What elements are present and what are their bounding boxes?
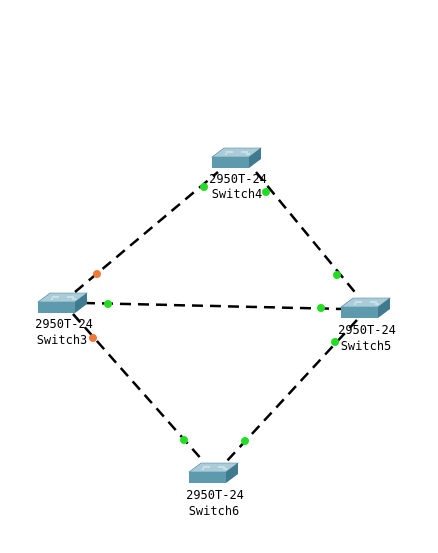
switch-icon (37, 292, 88, 313)
device-switch6[interactable]: 2950T-24 Switch6 (186, 462, 244, 518)
link-switch4-switch5[interactable] (255, 171, 359, 297)
port-status-switch5-to-switch4 (333, 271, 341, 279)
link-switch3-switch5[interactable] (83, 301, 345, 311)
port-status-layer (89, 183, 341, 445)
device-model-label: 2950T-24 (35, 317, 93, 331)
port-status-switch3-to-switch4 (93, 270, 101, 278)
device-name-label: Switch3 (37, 333, 88, 347)
device-switch4[interactable]: 2950T-24 Switch4 (209, 147, 267, 201)
port-status-switch6-to-switch3 (180, 436, 188, 444)
switch-icon (188, 462, 239, 483)
switch-icon (340, 297, 391, 318)
link-switch3-switch4[interactable] (74, 171, 219, 293)
device-model-label: 2950T-24 (209, 172, 267, 186)
device-name-label: Switch4 (212, 187, 263, 201)
device-name-label: Switch5 (341, 339, 392, 353)
port-status-switch6-to-switch5 (241, 437, 249, 445)
device-name-label: Switch6 (189, 504, 240, 518)
port-status-switch5-to-switch3 (317, 304, 325, 312)
link-switch5-switch6[interactable] (225, 319, 358, 463)
port-status-switch4-to-switch3 (200, 183, 208, 191)
port-status-switch5-to-switch6 (331, 338, 339, 346)
switch-icon (211, 147, 262, 168)
port-status-switch3-to-switch5 (104, 300, 112, 308)
port-status-switch4-to-switch5 (262, 188, 270, 196)
device-switch3[interactable]: 2950T-24 Switch3 (35, 292, 93, 347)
device-switch5[interactable]: 2950T-24 Switch5 (338, 297, 396, 353)
device-model-label: 2950T-24 (338, 323, 396, 337)
device-model-label: 2950T-24 (186, 488, 244, 502)
port-status-switch3-to-switch6 (89, 334, 97, 342)
